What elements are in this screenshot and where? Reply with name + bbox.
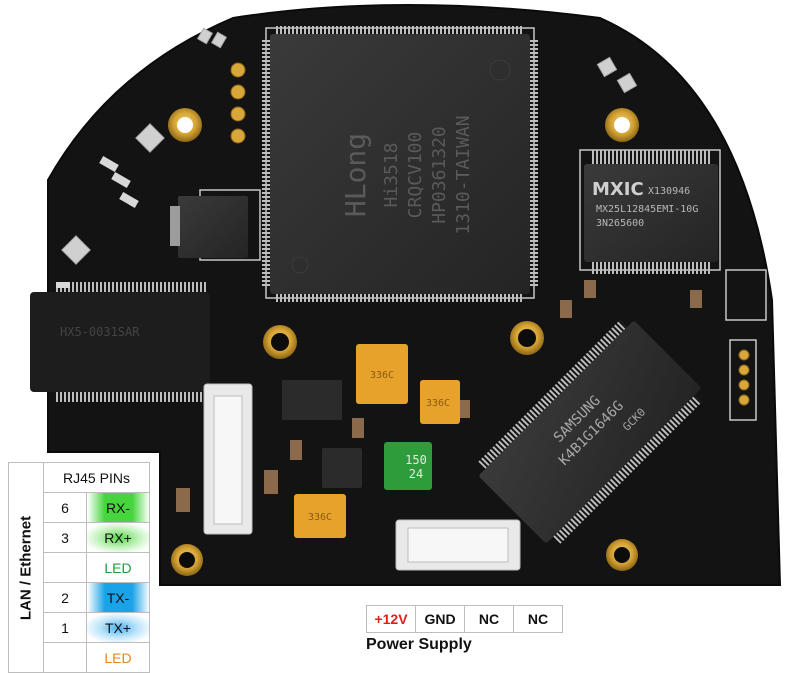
pin-number (43, 552, 87, 583)
lan-module: HX5-0031SAR (30, 282, 210, 402)
pin-signal: TX+ (86, 612, 150, 643)
white-connector-bottom (395, 519, 521, 571)
pin-number: 1 (43, 612, 87, 643)
mounting-holes (168, 108, 639, 576)
inductor-line-2: 24 (409, 467, 423, 481)
lan-module-text: HX5-0031SAR (60, 325, 140, 339)
power-cell-nc: NC (513, 605, 563, 633)
white-connector-left (203, 383, 253, 535)
pin-number (43, 642, 87, 673)
pin-signal: LED (86, 552, 150, 583)
pin-signal: RX+ (86, 522, 150, 553)
pin-signal: TX- (86, 582, 150, 613)
soc-line-2: CRQCV100 (405, 132, 426, 219)
flash-chip: MXIC X130946 MX25L12845EMI-10G 3N265600 (584, 150, 718, 274)
lan-side-label: LAN / Ethernet (17, 515, 35, 620)
soc-line-3: HP0361320 (429, 126, 450, 224)
flash-line-3: 3N265600 (596, 218, 644, 229)
pin-number: 2 (43, 582, 87, 613)
tantalum-capacitors: 336C 336C 336C (294, 344, 460, 538)
flash-logo: MXIC (592, 179, 644, 200)
lan-side-cell: LAN / Ethernet (8, 462, 44, 673)
power-supply-title: Power Supply (366, 636, 472, 653)
pin-number: 6 (43, 492, 87, 523)
power-cell-nc: NC (464, 605, 514, 633)
soc-line-4: 1310-TAIWAN (453, 115, 474, 234)
pin-signal: RX- (86, 492, 150, 523)
flash-line-2: MX25L12845EMI-10G (596, 204, 698, 215)
cap-label-3: 336C (308, 512, 332, 523)
regulator-chip (178, 196, 248, 258)
rj45-pin-table: LAN / Ethernet RJ45 PINs 6 RX- 3 RX+ LED… (8, 462, 150, 673)
power-cell-gnd: GND (415, 605, 465, 633)
pin-signal: LED (86, 642, 150, 673)
pin-number: 3 (43, 522, 87, 553)
soc-line-1: Hi3518 (381, 142, 402, 207)
cap-label-1: 336C (370, 370, 394, 381)
cap-label-2: 336C (426, 398, 450, 409)
pin-table-header: RJ45 PINs (43, 462, 150, 493)
inductor: 150 24 (384, 442, 432, 490)
soc-brand: HLong (339, 133, 372, 217)
flash-line-1: X130946 (648, 186, 690, 197)
soc-chip (262, 26, 538, 302)
regulator-tab (170, 206, 180, 246)
ram-chip: SAMSUNG K4B1G1646G GCK0 (478, 320, 702, 544)
power-supply-table: +12V GND NC NC (366, 605, 563, 633)
power-cell-vcc: +12V (366, 605, 416, 633)
inductor-line-1: 150 (405, 453, 427, 467)
